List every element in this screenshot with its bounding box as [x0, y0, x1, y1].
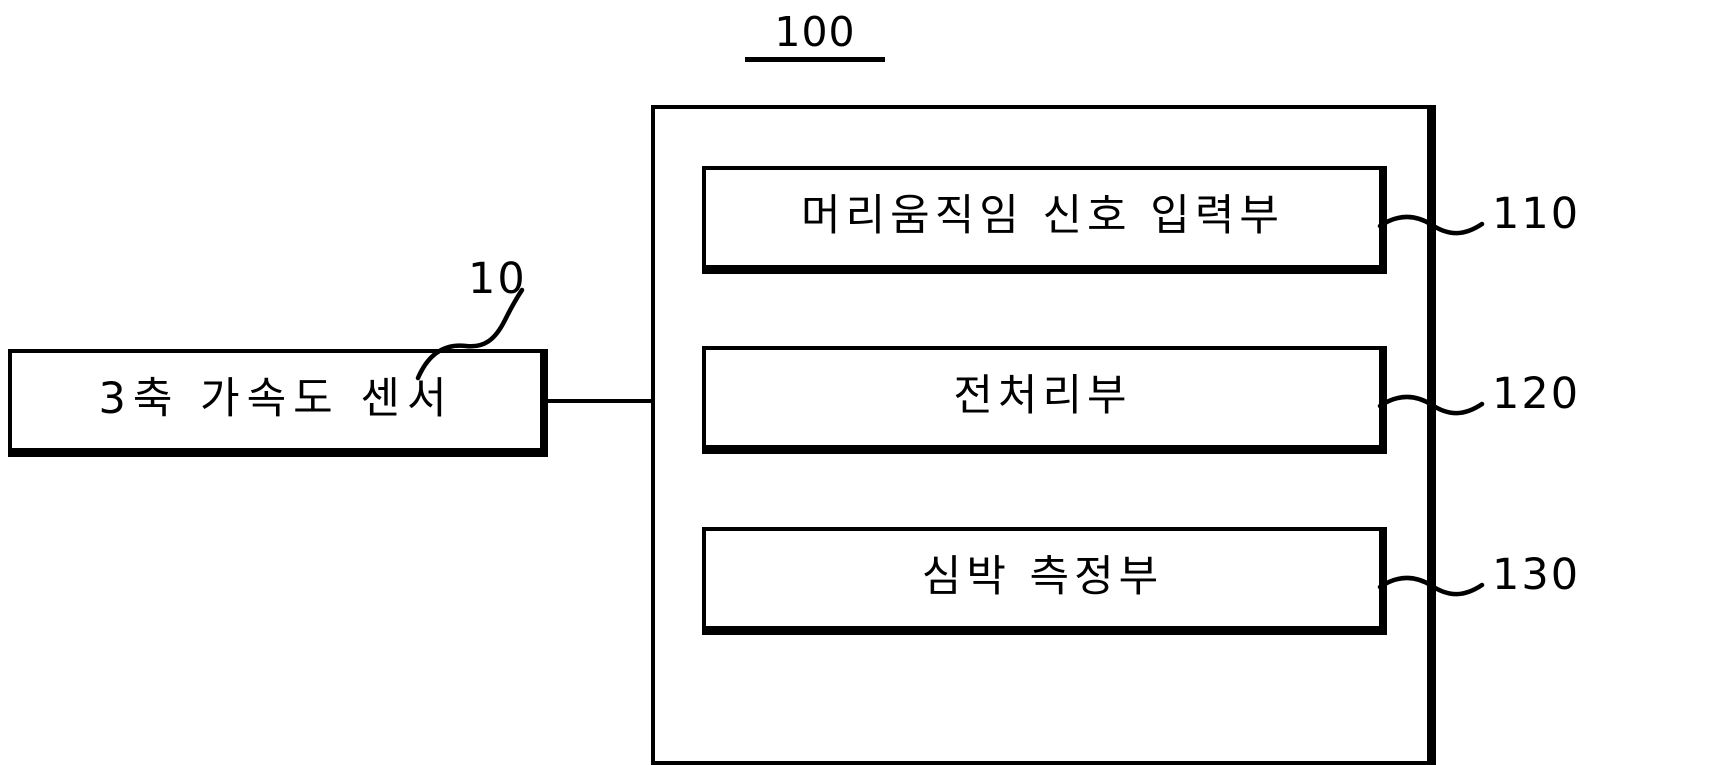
module-block-110: 머리움직임 신호 입력부 [702, 166, 1387, 274]
module-block-130: 심박 측정부 [702, 527, 1387, 635]
sensor-block-label: 3축 가속도 센서 [98, 373, 454, 424]
connector-sensor-to-container [548, 399, 655, 403]
reference-number-120: 120 [1492, 369, 1581, 419]
reference-number-110: 110 [1492, 189, 1581, 239]
sensor-block-10: 3축 가속도 센서 [8, 349, 548, 457]
module-block-110-label: 머리움직임 신호 입력부 [801, 190, 1284, 241]
module-block-120: 전처리부 [702, 346, 1387, 454]
reference-number-130: 130 [1492, 550, 1581, 600]
reference-number-10: 10 [468, 254, 527, 304]
module-block-120-label: 전처리부 [953, 370, 1132, 421]
module-block-130-label: 심박 측정부 [921, 551, 1164, 602]
figure-number-100: 100 [745, 8, 885, 62]
